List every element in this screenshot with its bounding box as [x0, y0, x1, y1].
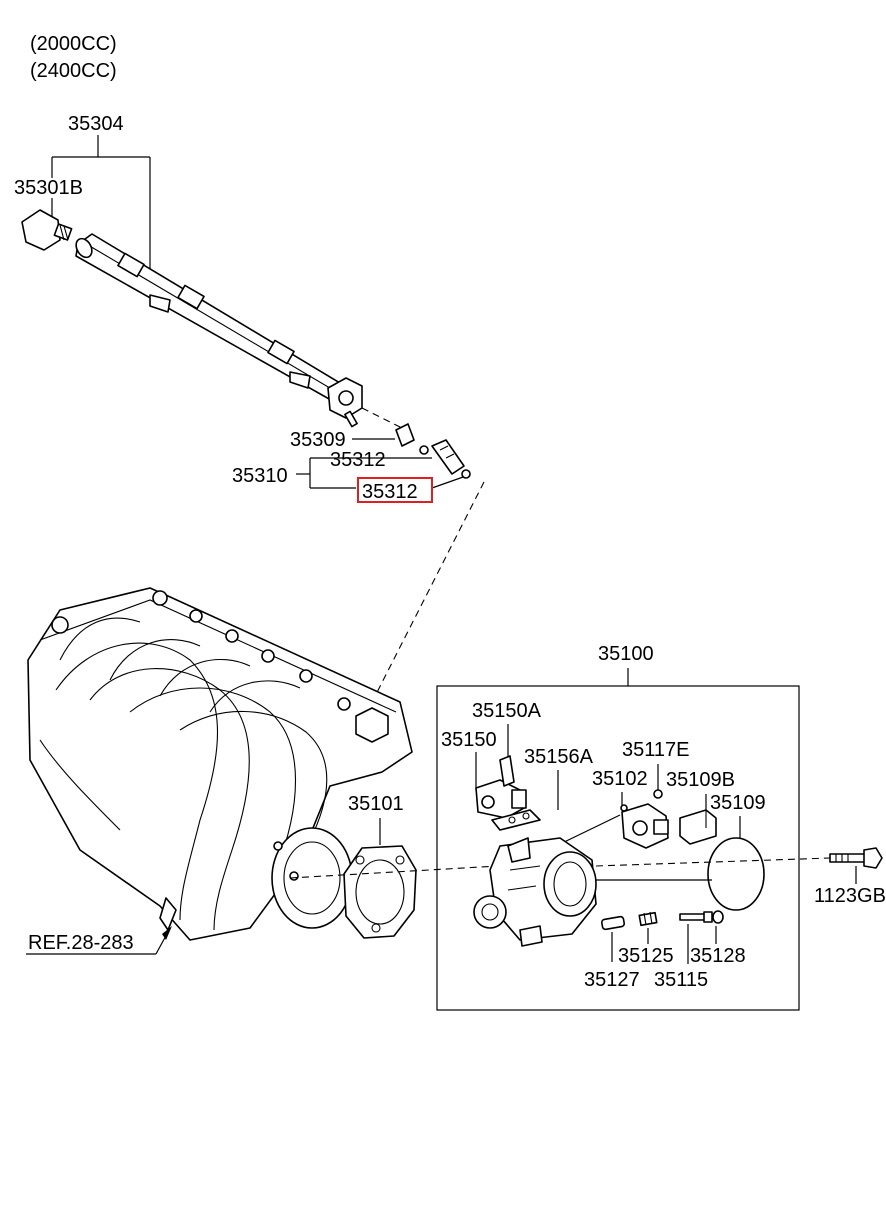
- injector-leaders: [296, 407, 485, 711]
- label-35109b[interactable]: 35109B: [666, 769, 735, 791]
- label-35150a[interactable]: 35150A: [472, 700, 542, 722]
- bolt[interactable]: [829, 847, 883, 869]
- highlight-box: [357, 477, 433, 503]
- small-parts-leaders: [611, 924, 717, 964]
- label-35117e[interactable]: 35117E: [622, 739, 689, 761]
- label-35101[interactable]: 35101: [348, 793, 404, 815]
- nut[interactable]: [712, 910, 724, 924]
- label-35301b[interactable]: 35301B: [14, 177, 83, 199]
- variant-2000cc-label: (2000CC): [30, 33, 117, 55]
- throttle-body-box: [436, 685, 800, 1011]
- sensor-connector[interactable]: [679, 809, 717, 845]
- throttle-position-sensor[interactable]: [620, 789, 669, 849]
- throttle-body[interactable]: [473, 837, 597, 947]
- throttle-body-leaders: [475, 724, 741, 847]
- reference-pointer: [26, 926, 172, 955]
- fuel-rail-leaders: [51, 135, 151, 270]
- label-35127[interactable]: 35127: [584, 969, 640, 991]
- label-35102[interactable]: 35102: [592, 768, 648, 790]
- actuator-gasket[interactable]: [491, 809, 541, 831]
- label-35310[interactable]: 35310: [232, 465, 288, 487]
- label-35156a[interactable]: 35156A: [524, 746, 594, 768]
- label-35128[interactable]: 35128: [690, 945, 746, 967]
- idle-speed-actuator[interactable]: [475, 755, 527, 819]
- label-35312-lower[interactable]: 35312: [362, 481, 418, 503]
- fuel-pressure-fitting[interactable]: [21, 209, 73, 251]
- cap[interactable]: [600, 915, 626, 931]
- label-35309[interactable]: 35309: [290, 429, 346, 451]
- variant-2400cc-label: (2400CC): [30, 60, 117, 82]
- intake-manifold: [27, 587, 413, 941]
- label-35100[interactable]: 35100: [598, 643, 654, 665]
- alignment-line-2: [595, 857, 831, 867]
- label-reference[interactable]: REF.28-283: [28, 932, 134, 954]
- label-35312-upper[interactable]: 35312: [330, 449, 386, 471]
- cover[interactable]: [707, 837, 765, 911]
- label-35125[interactable]: 35125: [618, 945, 674, 967]
- label-35109[interactable]: 35109: [710, 792, 766, 814]
- label-1123gb[interactable]: 1123GB: [814, 885, 886, 907]
- label-35150[interactable]: 35150: [441, 729, 497, 751]
- fuel-rail[interactable]: [73, 233, 363, 428]
- spring[interactable]: [638, 911, 658, 927]
- label-35115[interactable]: 35115: [654, 969, 708, 991]
- alignment-line-1: [289, 865, 499, 879]
- label-35304[interactable]: 35304: [68, 113, 124, 135]
- adjust-screw[interactable]: [679, 911, 713, 923]
- throttle-body-gasket[interactable]: [343, 845, 417, 939]
- fuel-injector[interactable]: [395, 423, 471, 479]
